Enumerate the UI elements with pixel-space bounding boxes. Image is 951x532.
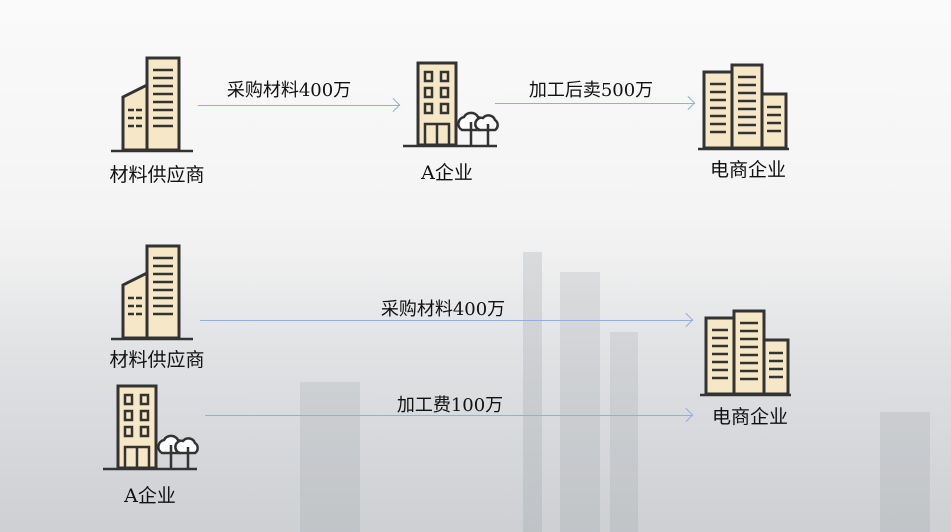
supplier-building-icon <box>106 55 198 155</box>
city-background <box>0 252 951 532</box>
supplier-building-icon <box>106 243 198 343</box>
company-a-label: A企业 <box>124 485 176 507</box>
arrow-sale <box>495 103 695 104</box>
arrow-purchase <box>200 320 693 321</box>
ecommerce-building-icon <box>696 62 791 152</box>
arrow-purchase <box>198 105 400 106</box>
ecommerce-label: 电商企业 <box>709 159 787 181</box>
ecommerce-label: 电商企业 <box>711 406 789 428</box>
company-a-building-icon <box>400 60 500 150</box>
arrow-purchase-label: 采购材料400万 <box>226 80 352 101</box>
arrow-sale-label: 加工后卖500万 <box>528 80 654 101</box>
ecommerce-building-icon <box>698 308 793 398</box>
arrow-processing-fee <box>205 415 693 416</box>
company-a-building-icon <box>100 383 200 473</box>
arrow-processing-fee-label: 加工费100万 <box>396 395 504 416</box>
arrow-purchase-label: 采购材料400万 <box>380 299 506 320</box>
supplier-label: 材料供应商 <box>109 164 205 186</box>
supplier-label: 材料供应商 <box>109 349 205 371</box>
company-a-label: A企业 <box>421 162 473 184</box>
